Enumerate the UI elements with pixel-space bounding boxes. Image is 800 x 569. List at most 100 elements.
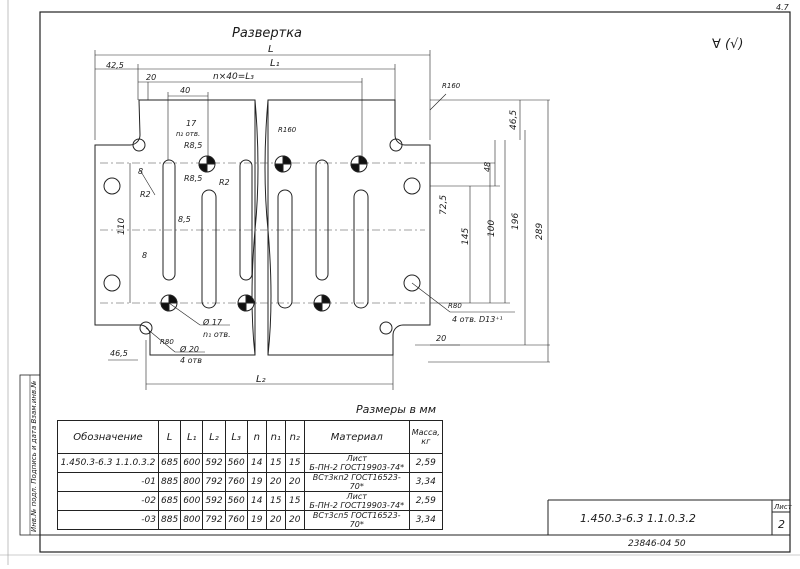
sheet-frame [39, 11, 791, 553]
cell-L: 685 [157, 453, 182, 473]
dim-100: 100 [487, 220, 497, 237]
cell-n2: 20 [284, 472, 305, 492]
dim-R8-5-top: R8,5 [184, 141, 202, 150]
cell-n1: 15 [265, 491, 286, 511]
table-row: -03 885 800 792 760 19 20 20 ВСт3сп5 ГОС… [57, 510, 443, 530]
dim-196: 196 [511, 213, 521, 230]
cell-n2: 20 [284, 510, 305, 530]
dim-n2: n₂ отв. [176, 130, 200, 138]
dim-L1: L₁ [270, 58, 280, 69]
cell-L3: 560 [224, 491, 248, 511]
dim-R80-right: R80 [448, 302, 462, 310]
cell-n1: 15 [265, 453, 286, 473]
centre-lines [100, 162, 425, 304]
dimension-lines [94, 50, 550, 390]
header-L1: L₁ [180, 420, 204, 454]
cell-L: 885 [157, 510, 182, 530]
dim-L: L [268, 44, 274, 55]
cell-mass: 2,59 [408, 491, 443, 511]
material-line-1: Лист [346, 492, 367, 501]
header-designation: Обозначение [57, 420, 159, 454]
dim-L2: L₂ [256, 374, 266, 385]
cell-n2: 15 [284, 453, 305, 473]
table-row: 1.450.3-6.3 1.1.0.3.2 685 600 592 560 14… [57, 453, 443, 473]
header-L2: L₂ [202, 420, 226, 454]
cell-L1: 800 [180, 510, 204, 530]
stamp-sheet-label: Лист [773, 503, 793, 511]
stamp-designation: 1.450.3-6.3 1.1.0.3.2 [580, 512, 696, 525]
mounting-holes [103, 138, 421, 335]
dim-R8-5: R8,5 [184, 174, 202, 183]
dim-dia-17: Ø 17 [202, 317, 223, 327]
dim-20-right: 20 [436, 334, 446, 343]
dim-110: 110 [117, 218, 127, 235]
dimensions-table: Обозначение L L₁ L₂ L₃ n n₁ n₂ Материал … [57, 420, 443, 530]
header-n2: n₂ [284, 420, 305, 454]
marked-holes [160, 155, 368, 312]
cell-n2: 15 [284, 491, 305, 511]
dim-42-5: 42,5 [106, 61, 124, 70]
header-n: n [246, 420, 267, 454]
drawing-title: Развертка [232, 26, 302, 41]
cell-L1: 600 [180, 491, 204, 511]
cell-L1: 600 [180, 453, 204, 473]
stamp-sheet-number: 2 [778, 518, 785, 531]
dim-4-holes: 4 отв [180, 356, 202, 365]
dim-289: 289 [535, 223, 545, 240]
cell-n: 14 [246, 453, 267, 473]
plate-outline [94, 99, 431, 356]
sizes-caption: Размеры в мм [356, 403, 436, 416]
cell-L2: 792 [202, 510, 226, 530]
material-line-2: Б-ПН-2 ГОСТ19903-74* [309, 463, 405, 472]
dim-48: 48 [483, 162, 492, 172]
table-header-row: Обозначение L L₁ L₂ L₃ n n₁ n₂ Материал … [57, 420, 443, 454]
slots [162, 159, 369, 309]
header-material: Материал [303, 420, 410, 454]
cell-designation: 1.450.3-6.3 1.1.0.3.2 [57, 453, 159, 473]
cell-n1: 20 [265, 472, 286, 492]
cell-L1: 800 [180, 472, 204, 492]
cell-n1: 20 [265, 510, 286, 530]
dim-8-5: 8,5 [178, 215, 191, 224]
dim-40: 40 [180, 86, 190, 95]
dim-46-5-left: 46,5 [110, 349, 128, 358]
dim-8-low: 8 [142, 251, 147, 260]
dim-R160-top: R160 [442, 82, 461, 90]
cell-n: 19 [246, 510, 267, 530]
header-n1: n₁ [265, 420, 286, 454]
dim-R2-left: R2 [140, 190, 151, 199]
cell-L2: 792 [202, 472, 226, 492]
edge-mark: 4.7 [776, 3, 790, 12]
bottom-code: 23846-04 50 [628, 539, 686, 549]
cell-L3: 760 [224, 510, 248, 530]
cell-mass: 3,34 [408, 510, 443, 530]
material-line-2: ВСт3сп5 ГОСТ16523-70* [312, 511, 401, 529]
header-mass: Масса, кг [408, 420, 443, 454]
dim-L3: n×40=L₃ [213, 72, 254, 82]
cell-L2: 592 [202, 491, 226, 511]
cell-mass: 3,34 [408, 472, 443, 492]
dim-46-5-right: 46,5 [509, 110, 519, 130]
header-L3: L₃ [224, 420, 248, 454]
dim-R160-mid: R160 [278, 126, 297, 134]
dim-20-top: 20 [146, 73, 156, 82]
title-block-lines [40, 499, 790, 536]
dim-8-left: 8 [138, 167, 143, 176]
cell-n: 14 [246, 491, 267, 511]
surface-finish-mark: ∀ (√) [712, 37, 743, 52]
material-line-2: Б-ПН-2 ГОСТ19903-74* [309, 501, 405, 510]
cell-L3: 760 [224, 472, 248, 492]
cell-designation: -01 [57, 472, 159, 492]
cell-L: 885 [157, 472, 182, 492]
dim-n1: n₁ отв. [203, 330, 231, 339]
dim-17: 17 [186, 119, 197, 128]
side-stamp: Инв.№ подл. Подпись и дата Взам.инв.№ [30, 380, 38, 532]
cell-designation: -03 [57, 510, 159, 530]
cell-designation: -02 [57, 491, 159, 511]
cell-material: ВСт3сп5 ГОСТ16523-70* [303, 510, 410, 530]
